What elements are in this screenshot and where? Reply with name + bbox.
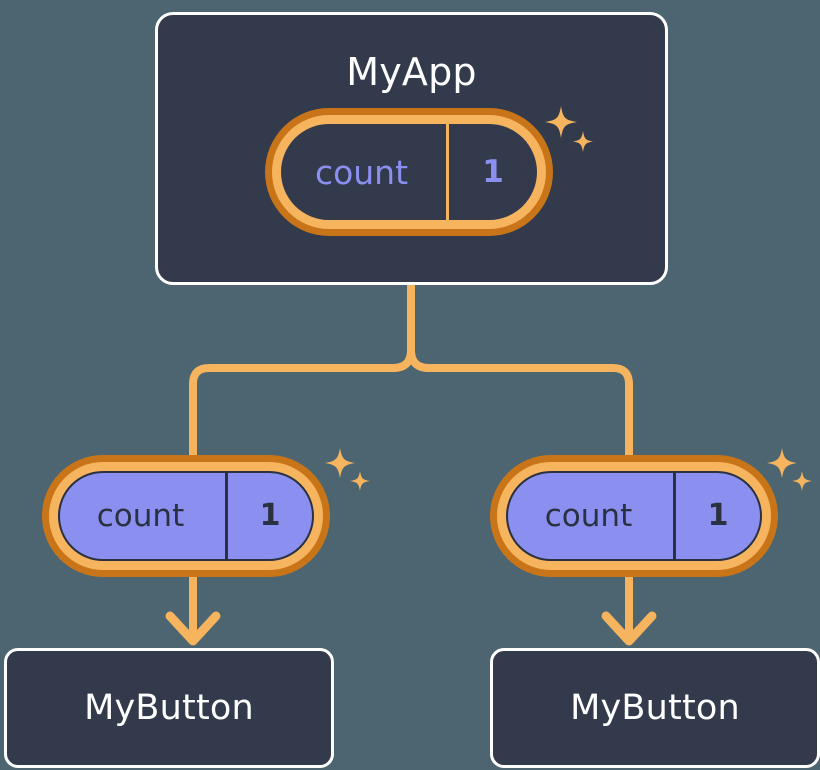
- state-value: 1: [673, 473, 760, 559]
- state-value: 1: [446, 124, 537, 220]
- state-pill-branch-right[interactable]: count 1: [490, 455, 778, 577]
- sparkle-icon-left: [325, 448, 370, 491]
- component-title: MyButton: [84, 687, 254, 728]
- branch-line-right: [407, 346, 633, 459]
- arrow-head-right: [601, 611, 657, 646]
- branch-line-left: [189, 346, 415, 459]
- state-name: count: [544, 497, 633, 534]
- component-title: MyApp: [346, 50, 477, 94]
- state-pill-body: count 1: [58, 471, 314, 561]
- state-value: 1: [225, 473, 312, 559]
- state-pill-ring: count 1: [272, 115, 546, 229]
- state-pill-body: count 1: [281, 124, 537, 220]
- state-pill-ring: count 1: [49, 462, 323, 570]
- component-card-mybutton-right[interactable]: MyButton: [490, 648, 820, 768]
- component-title: MyButton: [570, 687, 740, 728]
- state-pill-branch-left[interactable]: count 1: [42, 455, 330, 577]
- component-card-mybutton-left[interactable]: MyButton: [4, 648, 334, 768]
- state-name: count: [314, 152, 409, 192]
- state-name: count: [96, 497, 185, 534]
- state-pill-body: count 1: [506, 471, 762, 561]
- arrow-head-left: [165, 611, 221, 646]
- state-pill-ring: count 1: [497, 462, 771, 570]
- state-pill-root[interactable]: count 1: [265, 108, 553, 236]
